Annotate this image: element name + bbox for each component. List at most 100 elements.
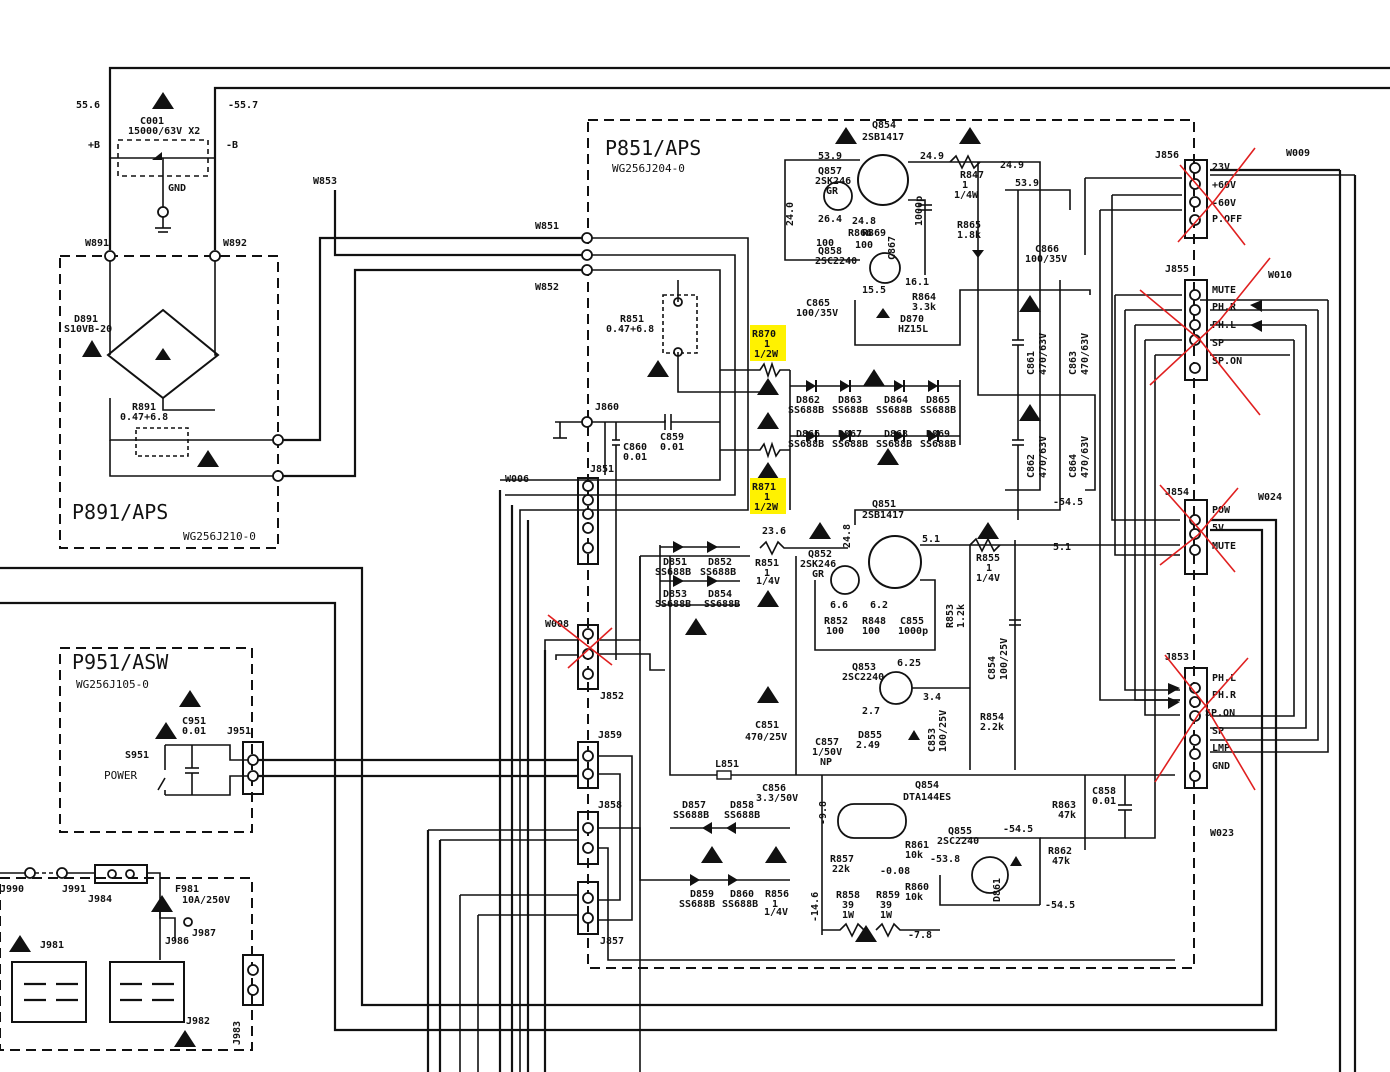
j858-label: J858: [598, 800, 622, 811]
v-minus-53-8: -53.8: [930, 854, 960, 865]
q854-ref: Q854: [872, 120, 896, 131]
d863-type: SS688B: [832, 405, 868, 416]
r871-power: 1/2W: [754, 502, 779, 513]
w851-label: W851: [535, 221, 559, 232]
v-minus-54-5: -54.5: [1053, 497, 1083, 508]
j981-label: J981: [40, 940, 64, 951]
d859-type: SS688B: [679, 899, 715, 910]
d870-type: HZ15L: [898, 324, 928, 335]
warning-icon: [757, 378, 779, 395]
r862-ref: R862: [1048, 846, 1072, 857]
d862-ref: D862: [796, 395, 820, 406]
p851-board: P851/APS WG256J204-0 W851 W852 R851 0.47…: [428, 119, 1310, 1072]
d858-type: SS688B: [724, 810, 760, 821]
p891-board: P891/APS WG256J210-0 55.6 -55.7 +B -B C0…: [59, 92, 587, 549]
warning-icon: [959, 127, 981, 144]
r859-power: 1W: [880, 910, 893, 921]
v-5-1-b: 5.1: [1053, 542, 1071, 553]
d863-ref: D863: [838, 395, 862, 406]
r864-value: 3.3k: [912, 302, 936, 313]
warning-icon: [701, 846, 723, 863]
v-6-25: 6.25: [897, 658, 921, 669]
j854-pin-2: 5V: [1212, 523, 1224, 534]
d869-ref: D869: [926, 429, 950, 440]
j855-pin-1: MUTE: [1212, 285, 1236, 296]
j853-pin-6: GND: [1212, 761, 1230, 772]
r860-value: 10k: [905, 892, 923, 903]
j859-label: J859: [598, 730, 622, 741]
c854-value: 100/25V: [999, 638, 1010, 680]
v-6-2: 6.2: [870, 600, 888, 611]
r853-ref: R853: [945, 604, 956, 628]
j982-label: J982: [186, 1016, 210, 1027]
warning-icon: [877, 448, 899, 465]
warning-icon: [647, 360, 669, 377]
r858-power: 1W: [842, 910, 855, 921]
c864-value: 470/63V: [1080, 436, 1091, 478]
v-3-4: 3.4: [923, 692, 941, 703]
c951-ref: C951: [182, 716, 206, 727]
d852-type: SS688B: [700, 567, 736, 578]
d857-ref: D857: [682, 800, 706, 811]
v-24-8: 24.8: [852, 216, 876, 227]
r862-value: 47k: [1052, 856, 1070, 867]
outer-wires: [0, 66, 1390, 1072]
j855-pin-3: PH.L: [1212, 320, 1236, 331]
r864-ref: R864: [912, 292, 936, 303]
d853-ref: D853: [663, 589, 687, 600]
c863-ref: C863: [1068, 351, 1079, 375]
v-15-5: 15.5: [862, 285, 886, 296]
f981-value: 10A/250V: [182, 895, 230, 906]
r863-ref: R863: [1052, 800, 1076, 811]
connector-j856: J856 23V +60V -60V P.OFF W009: [1155, 147, 1310, 246]
c864-ref: C864: [1068, 454, 1079, 478]
r863-value: 47k: [1058, 810, 1076, 821]
warning-icon: [835, 127, 857, 144]
c866-ref: C866: [1035, 244, 1059, 255]
j853-pin-1: PH.L: [1212, 673, 1236, 684]
diodes-d857-d860: D857 SS688B D858 SS688B D859 SS688B D860…: [670, 800, 790, 910]
cross-out-mark: [1149, 257, 1271, 386]
d854-ref: D854: [708, 589, 732, 600]
c860-value: 0.01: [623, 452, 647, 463]
r847-value: 1: [962, 180, 968, 191]
gnd-label: GND: [168, 183, 186, 194]
c001-value: 15000/63V X2: [128, 126, 200, 137]
c855-ref: C855: [900, 616, 924, 627]
r865-value: 1.8k: [957, 230, 981, 241]
r870-power: 1/2W: [754, 349, 779, 360]
p951-title: P951/ASW: [72, 650, 169, 674]
r860-ref: R860: [905, 882, 929, 893]
v-2-49: 2.49: [856, 740, 880, 751]
cross-out-mark: [547, 614, 613, 666]
d855-ref: D855: [858, 730, 882, 741]
r847-power: 1/4W: [954, 190, 979, 201]
r852-ref: R852: [824, 616, 848, 627]
r856-ref: R856: [765, 889, 789, 900]
v-23-6: 23.6: [762, 526, 786, 537]
j852-label: J852: [600, 691, 624, 702]
q854b-ref: Q854: [915, 780, 939, 791]
r855-power: 1/4V: [976, 573, 1000, 584]
v-26-4: 26.4: [818, 214, 842, 225]
q854b-type: DTA144ES: [903, 792, 951, 803]
j856-pin-2: +60V: [1212, 180, 1236, 191]
r851-value: 1: [764, 568, 770, 579]
c854-ref: C854: [987, 656, 998, 680]
c856-ref: C856: [762, 783, 786, 794]
r857-value: 22k: [832, 864, 850, 875]
j854-label: J854: [1165, 487, 1189, 498]
cross-out-mark: [1159, 487, 1239, 566]
d868-ref: D868: [884, 429, 908, 440]
q857-type: 2SK246: [815, 176, 851, 187]
r891-value: 0.47+6.8: [120, 412, 168, 423]
c851-ref: C851: [755, 720, 779, 731]
warning-icon: [757, 412, 779, 429]
f981-ref: F981: [175, 884, 199, 895]
warning-icon: [855, 925, 877, 942]
d861-ref: D861: [992, 878, 1003, 902]
warning-icon: [152, 152, 162, 160]
d864-ref: D864: [884, 395, 908, 406]
c853-ref: C853: [927, 728, 938, 752]
